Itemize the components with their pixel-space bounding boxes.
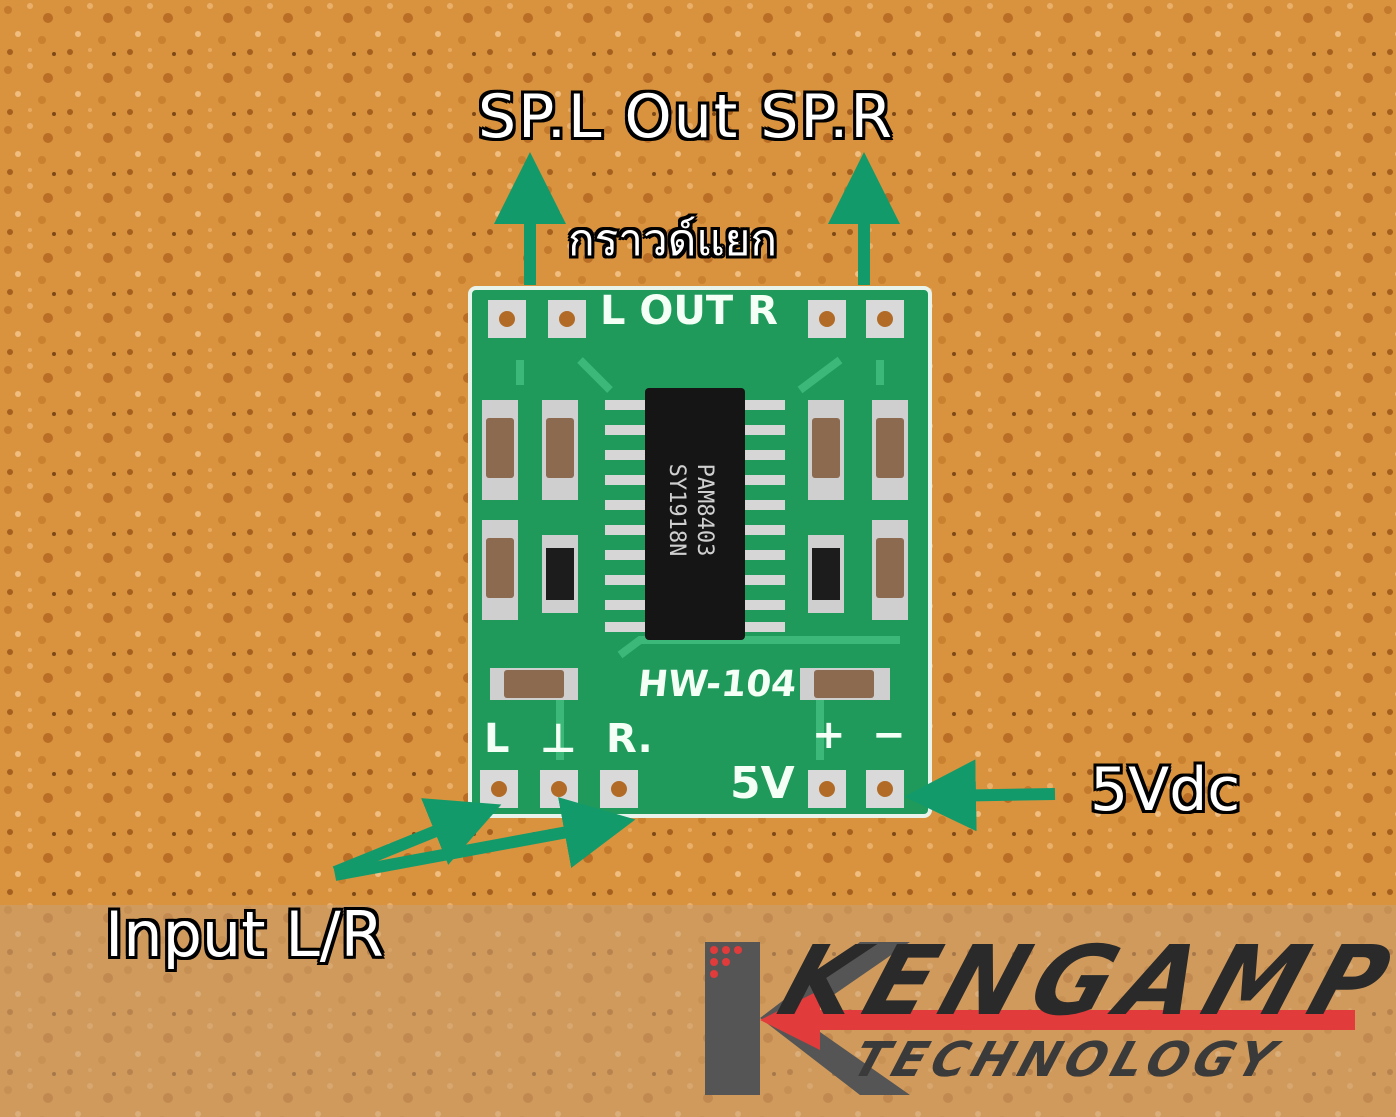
pcb-out-silkscreen: L OUT R [600,288,778,334]
pcb-pin-plus-silkscreen: + [812,712,846,758]
pcb-pin-l-silkscreen: L [484,716,510,762]
kengamp-logo-mark [705,942,1355,1095]
arrow-input-left [332,798,502,878]
arrow-input-right [333,797,636,881]
amplifier-board [468,286,932,818]
chip-marking: PAM8403 SY1918N [662,464,718,557]
smd-resistors [542,535,844,613]
arrow-power [904,759,1056,832]
pcb-pin-gnd-silkscreen: ⊥ [540,716,577,762]
separate-ground-note: กราวด์แยก [568,215,778,266]
annotation-arrows [332,152,1056,881]
input-power-pads [480,770,904,808]
input-lr-label: Input L/R [105,898,384,971]
chip-batch-code: SY1918N [664,463,689,557]
chip-pins [605,400,785,632]
power-5vdc-label: 5Vdc [1090,755,1241,825]
pcb-model-silkscreen: HW-104 [635,664,799,705]
logo-subtitle: TECHNOLOGY [845,1032,1288,1088]
chip-part-number: PAM8403 [692,463,717,557]
pcb-pin-minus-silkscreen: − [872,712,906,758]
pam8403-chip [645,388,745,640]
pcb-5v-silkscreen: 5V [730,758,795,809]
logo-wordmark: KENGAMP [766,925,1396,1037]
pcb-pin-r-silkscreen: R. [606,716,653,762]
smd-capacitors [482,400,908,700]
output-pads [488,300,904,338]
speaker-output-label: SP.L Out SP.R [478,82,895,152]
